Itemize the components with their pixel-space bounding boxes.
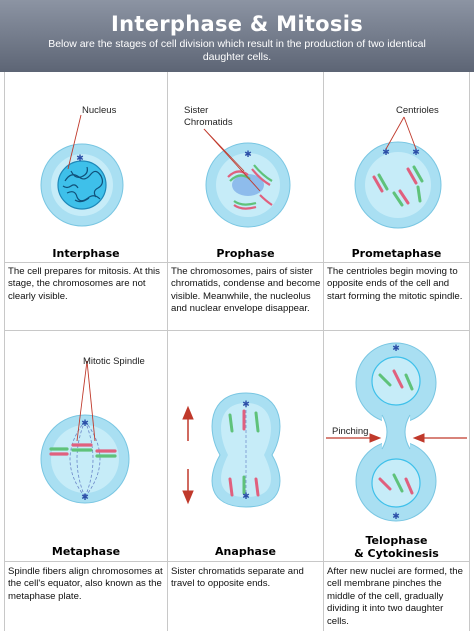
prometaphase-diagram: ✱ ✱ Centrioles xyxy=(354,105,442,229)
pole-mark-bottom: ✱ xyxy=(392,512,400,522)
anaphase-description: Sister chromatids separate and travel to… xyxy=(171,566,304,590)
anaphase-title: Anaphase xyxy=(215,545,276,558)
metaphase-diagram: ✱ ✱ Mitotic Spindle xyxy=(40,356,145,504)
pole-mark-top: ✱ xyxy=(392,344,400,354)
grid-divider-v2 xyxy=(323,72,324,631)
grid-border-right xyxy=(469,72,470,631)
interphase-title: Interphase xyxy=(52,247,120,260)
telophase-description: After new nuclei are formed, the cell me… xyxy=(327,566,463,627)
page-subtitle: Below are the stages of cell division wh… xyxy=(48,38,426,63)
scattered-chromosomes xyxy=(372,165,424,207)
header-banner: Interphase & Mitosis Below are the stage… xyxy=(0,0,474,72)
spindle-fibers xyxy=(69,420,101,498)
mitotic-spindle-label: Mitotic Spindle xyxy=(83,356,145,367)
movement-arrow-down xyxy=(182,469,194,505)
grid-divider-h1 xyxy=(4,262,470,263)
centrosome-mark: ✱ xyxy=(76,154,84,164)
prometaphase-description: The centrioles begin moving to opposite … xyxy=(327,266,463,302)
grid-divider-v1 xyxy=(167,72,168,631)
grid-divider-h3 xyxy=(4,561,470,562)
spindle-callout-line-2 xyxy=(86,360,96,442)
nucleus-label: Nucleus xyxy=(82,105,117,116)
centriole-callout-line-1 xyxy=(385,116,405,150)
anaphase-diagram: ✱ ✱ xyxy=(182,392,281,508)
spindle-callout-line-1 xyxy=(76,360,88,442)
grid-border-left xyxy=(4,72,5,631)
pole-mark-top: ✱ xyxy=(242,400,250,410)
movement-arrow-up xyxy=(182,405,194,441)
pinch-arrow-right xyxy=(412,433,467,443)
telophase-title: Telophase & Cytokinesis xyxy=(324,534,469,560)
prophase-diagram: ✱ Sister Chromatids xyxy=(184,105,291,228)
daughter-chromosomes xyxy=(378,369,414,495)
prometaphase-title: Prometaphase xyxy=(351,247,442,260)
telophase-title-line1: Telophase xyxy=(365,534,428,547)
page-title: Interphase & Mitosis xyxy=(111,12,363,36)
prophase-description: The chromosomes, pairs of sister chromat… xyxy=(171,266,321,315)
chromatid-callout-line-2 xyxy=(203,128,261,192)
centriole-callout-line-2 xyxy=(403,116,417,150)
chromatids-label: Chromatids xyxy=(184,117,233,128)
separating-chromatids xyxy=(228,409,260,497)
pole-mark-bottom: ✱ xyxy=(242,492,250,502)
telophase-diagram: ✱ ✱ Pinching xyxy=(326,342,467,522)
aligned-chromosomes xyxy=(49,443,117,458)
centriole-mark-right: ✱ xyxy=(412,148,420,158)
pole-mark-bottom: ✱ xyxy=(81,493,89,503)
pinching-label: Pinching xyxy=(332,426,368,437)
pole-mark-top: ✱ xyxy=(81,419,89,429)
centriole-mark-left: ✱ xyxy=(382,148,390,158)
interphase-description: The cell prepares for mitosis. At this s… xyxy=(8,266,160,302)
telophase-title-line2: & Cytokinesis xyxy=(354,547,439,560)
grid-divider-h2 xyxy=(4,330,470,331)
pinch-arrow-left xyxy=(326,433,382,443)
sister-label: Sister xyxy=(184,105,208,116)
interphase-diagram: ✱ Nucleus xyxy=(40,105,124,227)
centrioles-label: Centrioles xyxy=(396,105,439,116)
metaphase-title: Metaphase xyxy=(51,545,121,558)
chromatin-tangle xyxy=(62,166,104,203)
metaphase-description: Spindle fibers align chromosomes at the … xyxy=(8,566,163,602)
centrosome-mark: ✱ xyxy=(244,150,252,160)
nucleus-callout-line xyxy=(67,114,82,170)
prophase-title: Prophase xyxy=(216,247,275,260)
